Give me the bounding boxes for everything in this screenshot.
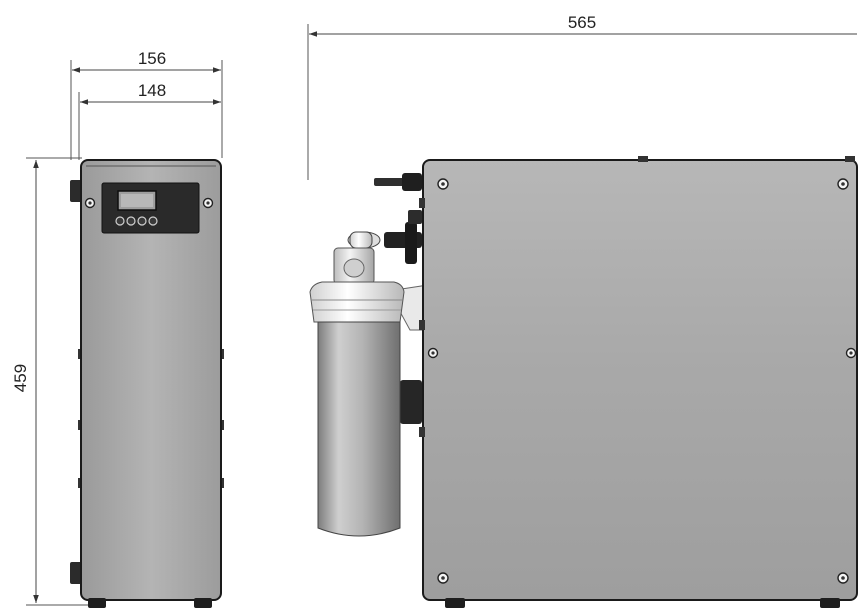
filter-cartridge xyxy=(317,321,401,537)
left-edge-bolt xyxy=(419,320,425,330)
panel-buttons xyxy=(115,216,158,226)
side-connector-top xyxy=(70,180,82,202)
top-edge-bolt xyxy=(638,156,648,162)
front-view-dimensions: 565 xyxy=(307,13,857,180)
bracket-fitting xyxy=(400,380,422,424)
screw-icon xyxy=(845,347,857,359)
panel-button xyxy=(137,216,147,226)
dimension-label-156: 156 xyxy=(138,49,166,68)
front-view-unit xyxy=(309,156,858,608)
side-foot-left xyxy=(88,598,106,608)
hose-nut xyxy=(402,173,422,191)
dimension-label-565: 565 xyxy=(568,13,596,32)
screw-icon xyxy=(84,197,96,209)
left-edge-bolt xyxy=(419,427,425,437)
screw-icon xyxy=(202,197,214,209)
hose-connector xyxy=(374,178,408,186)
screw-icon xyxy=(437,572,449,584)
side-connector-bottom xyxy=(70,562,82,584)
filter-head xyxy=(333,231,381,285)
side-foot-right xyxy=(194,598,212,608)
side-view-unit xyxy=(70,159,224,608)
screw-icon xyxy=(437,178,449,190)
filter-cap xyxy=(309,281,405,323)
front-foot-left xyxy=(445,598,465,608)
dimension-label-459: 459 xyxy=(11,364,30,392)
control-panel xyxy=(101,182,200,234)
front-foot-right xyxy=(820,598,840,608)
front-housing xyxy=(422,159,858,601)
panel-button xyxy=(126,216,136,226)
side-view-dimensions: 156 148 459 xyxy=(11,49,223,606)
panel-button xyxy=(148,216,158,226)
side-housing xyxy=(80,159,222,601)
top-edge-bolt xyxy=(845,156,855,162)
valve-fitting xyxy=(408,210,422,224)
screw-icon xyxy=(837,178,849,190)
screw-icon xyxy=(837,572,849,584)
left-edge-bolt xyxy=(419,198,425,208)
panel-button xyxy=(115,216,125,226)
valve-handle xyxy=(405,222,417,264)
dimension-label-148: 148 xyxy=(138,81,166,100)
screw-icon xyxy=(427,347,439,359)
